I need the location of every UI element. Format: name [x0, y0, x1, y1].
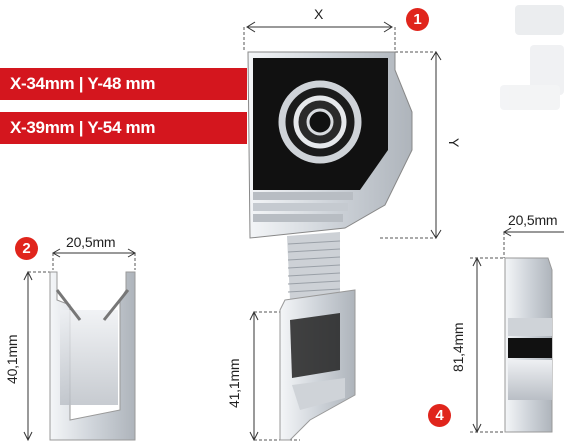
- badge-number-1: 1: [406, 8, 429, 31]
- profile-2-height-label: 40,1mm: [4, 334, 20, 384]
- dimension-x-label: X: [314, 6, 324, 22]
- profile-4-height-label: 81,4mm: [450, 322, 466, 372]
- spec-banner-variant-2: X-39mm | Y-54 mm: [0, 112, 247, 144]
- shutter-box-profile: [243, 21, 442, 300]
- end-rail-profile: [470, 227, 564, 434]
- dimension-y-label: Y: [446, 138, 462, 148]
- profile-4-width-label: 20,5mm: [508, 212, 558, 228]
- guide-rail-profile: [23, 248, 137, 442]
- badge-number-4: 4: [428, 404, 451, 427]
- profile-3-height-label: 41,1mm: [226, 358, 242, 408]
- profile-2-width-label: 20,5mm: [66, 234, 116, 250]
- background-product-photo: [500, 5, 564, 110]
- bottom-bar-profile: [249, 289, 356, 442]
- spec-banner-variant-1: X-34mm | Y-48 mm: [0, 68, 247, 100]
- badge-number-2: 2: [15, 237, 38, 260]
